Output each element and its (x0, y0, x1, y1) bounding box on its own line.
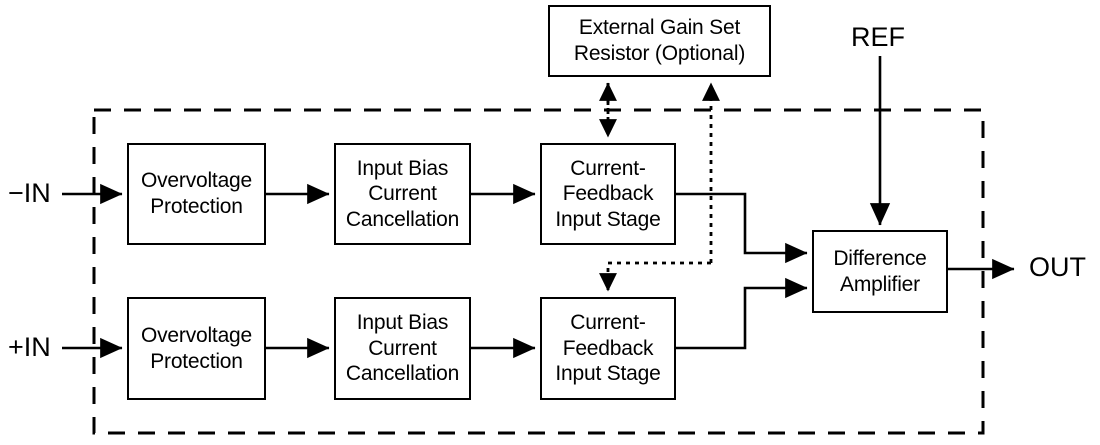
block-line: Current- (570, 156, 646, 180)
block-line: Input Stage (555, 207, 661, 231)
wire-cfb-top-to-diffamp (676, 192, 808, 264)
block-line: Amplifier (840, 272, 920, 296)
block-line: Overvoltage (140, 323, 253, 347)
input-bias-current-cancellation-block-top: Input Bias Current Cancellation (334, 143, 471, 245)
block-line: Current- (570, 311, 646, 335)
current-feedback-input-stage-block-bottom: Current- Feedback Input Stage (540, 297, 676, 400)
block-line: Input Stage (555, 362, 661, 386)
block-line: Cancellation (345, 207, 460, 231)
ic-boundary-dashed (92, 108, 985, 435)
wire-cfb-bot-to-diffamp (676, 277, 808, 350)
input-bias-current-cancellation-block-bottom: Input Bias Current Cancellation (334, 297, 471, 400)
overvoltage-protection-block-top: Overvoltage Protection (127, 143, 266, 245)
block-line: Overvoltage (140, 169, 253, 193)
difference-amplifier-block: Difference Amplifier (812, 230, 948, 313)
block-line: Protection (150, 349, 243, 373)
block-line: Input Bias (356, 156, 449, 180)
block-line: Feedback (562, 182, 654, 206)
port-label-minus-in: −IN (8, 178, 51, 208)
external-gain-set-resistor-block: External Gain Set Resistor (Optional) (548, 5, 771, 77)
port-label-out: OUT (1029, 252, 1086, 282)
overvoltage-protection-block-bottom: Overvoltage Protection (127, 297, 266, 400)
block-line: Difference (833, 246, 927, 270)
port-label-plus-in: +IN (8, 332, 51, 362)
port-label-ref: REF (851, 22, 905, 52)
block-line: Protection (150, 195, 243, 218)
block-line: Cancellation (345, 362, 460, 386)
current-feedback-input-stage-block-top: Current- Feedback Input Stage (540, 143, 676, 245)
external-gain-line-2: Resistor (Optional) (573, 42, 746, 65)
block-line: Input Bias (356, 311, 449, 335)
gain-link-bottom-to-cfb-bot (599, 261, 711, 292)
block-line: Current (368, 182, 437, 206)
block-line: Current (368, 336, 437, 360)
block-line: Feedback (562, 336, 654, 360)
external-gain-line-1: External Gain Set (578, 16, 741, 40)
